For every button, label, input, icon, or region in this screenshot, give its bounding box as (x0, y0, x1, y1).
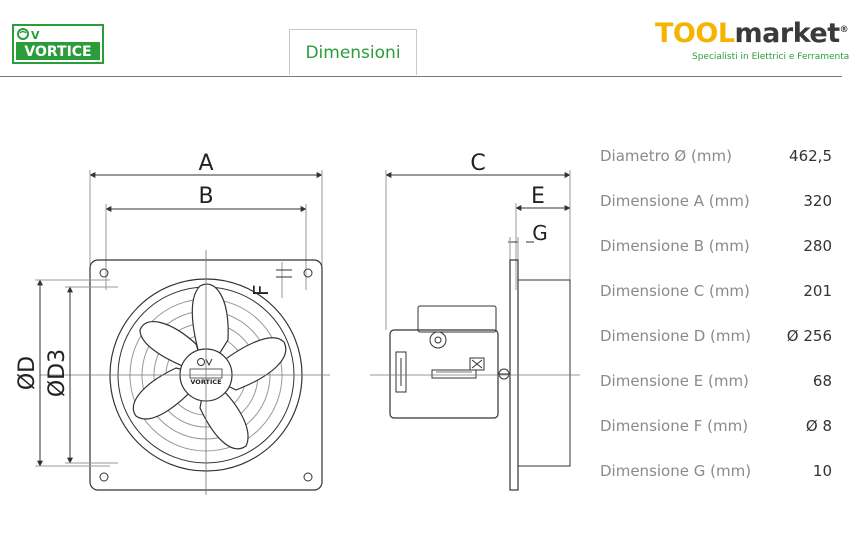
vortice-logo: V VORTICE (12, 24, 104, 64)
toolmarket-wordmark: TOOLmarket® (655, 18, 849, 49)
spec-value: 10 (812, 462, 832, 480)
vortice-swirl-icon (17, 28, 29, 40)
spec-row-g: Dimensione G (mm) 10 (600, 459, 832, 483)
vortice-mark: V (31, 29, 40, 42)
tab-label: Dimensioni (305, 42, 401, 63)
label-c: C (470, 151, 485, 176)
spec-value: 320 (803, 192, 832, 210)
registered-mark: ® (839, 25, 849, 35)
hub-logo-icon (197, 358, 213, 367)
spec-row-b: Dimensione B (mm) 280 (600, 234, 832, 258)
tab-dimensioni[interactable]: Dimensioni (289, 29, 417, 75)
spec-row-c: Dimensione C (mm) 201 (600, 279, 832, 303)
spec-label: Dimensione E (mm) (600, 372, 749, 390)
label-a: A (198, 151, 213, 176)
label-f: F (249, 284, 273, 296)
spec-value: 280 (803, 237, 832, 255)
dimension-drawing: A B F ØD ØD3 VORTICE (15, 151, 580, 495)
label-e: E (531, 184, 545, 209)
spec-row-diametro: Diametro Ø (mm) 462,5 (600, 144, 832, 168)
header-divider (0, 76, 842, 77)
toolmarket-logo: TOOLmarket® Specialisti in Elettrici e F… (655, 18, 849, 70)
toolmarket-market: market (734, 18, 841, 49)
label-g: G (532, 221, 548, 245)
spec-value: Ø 256 (786, 327, 832, 345)
spec-label: Dimensione G (mm) (600, 462, 752, 480)
vortice-logo-text: VORTICE (24, 44, 91, 60)
spec-row-e: Dimensione E (mm) 68 (600, 369, 832, 393)
toolmarket-tagline: Specialisti in Elettrici e Ferramenta (692, 52, 850, 62)
toolmarket-tool: TOOL (655, 18, 735, 49)
spec-row-a: Dimensione A (mm) 320 (600, 189, 832, 213)
spec-label: Dimensione C (mm) (600, 282, 750, 300)
label-b: B (198, 184, 213, 209)
spec-row-d: Dimensione D (mm) Ø 256 (600, 324, 832, 348)
spec-value: 201 (803, 282, 832, 300)
spec-value: Ø 8 (805, 417, 832, 435)
spec-label: Dimensione D (mm) (600, 327, 751, 345)
spec-value: 68 (812, 372, 832, 390)
side-view (370, 170, 580, 491)
label-d3: ØD3 (45, 349, 70, 397)
spec-value: 462,5 (789, 147, 832, 165)
spec-label: Diametro Ø (mm) (600, 147, 732, 165)
spec-label: Dimensione A (mm) (600, 192, 750, 210)
spec-label: Dimensione F (mm) (600, 417, 749, 435)
spec-label: Dimensione B (mm) (600, 237, 750, 255)
spec-row-f: Dimensione F (mm) Ø 8 (600, 414, 832, 438)
label-d: ØD (15, 356, 40, 390)
hub-text: VORTICE (190, 378, 221, 386)
front-view (35, 170, 330, 495)
